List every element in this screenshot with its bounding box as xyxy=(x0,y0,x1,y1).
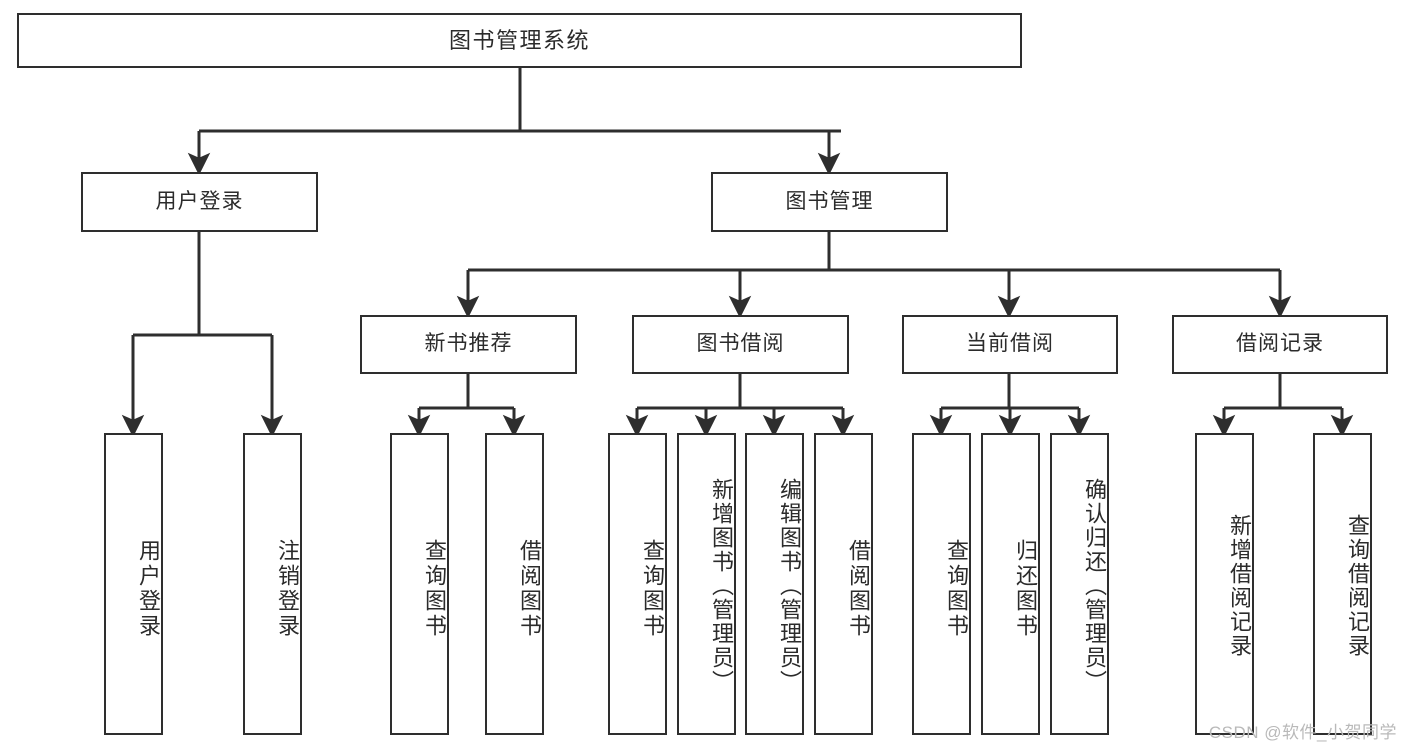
node-leaf-query-book-3[interactable]: 查询图书 xyxy=(912,433,971,735)
node-leaf-add-record[interactable]: 新增借阅记录 xyxy=(1195,433,1254,735)
node-borrow-record-label: 借阅记录 xyxy=(1236,332,1324,356)
node-leaf-query-record-label: 查询借阅记录 xyxy=(1345,514,1370,658)
node-new-book-rec-label: 新书推荐 xyxy=(424,332,513,356)
node-leaf-user-login-label: 用户登录 xyxy=(136,539,161,639)
node-leaf-add-book[interactable]: 新增图书（管理员） xyxy=(677,433,736,735)
node-leaf-add-record-label: 新增借阅记录 xyxy=(1227,514,1252,658)
node-leaf-borrow-book-2-label: 借阅图书 xyxy=(846,539,871,639)
node-user-login-label: 用户登录 xyxy=(155,189,244,213)
node-leaf-return-book[interactable]: 归还图书 xyxy=(981,433,1040,735)
node-current-borrow[interactable]: 当前借阅 xyxy=(902,315,1118,374)
node-book-borrow[interactable]: 图书借阅 xyxy=(632,315,849,374)
node-borrow-record[interactable]: 借阅记录 xyxy=(1172,315,1388,374)
node-leaf-query-book-2-label: 查询图书 xyxy=(640,539,665,639)
node-root-label: 图书管理系统 xyxy=(448,27,590,53)
node-book-manage[interactable]: 图书管理 xyxy=(711,172,948,232)
node-leaf-logout-label: 注销登录 xyxy=(275,539,300,639)
node-leaf-return-book-label: 归还图书 xyxy=(1013,539,1038,639)
node-book-manage-label: 图书管理 xyxy=(785,189,874,213)
node-leaf-query-book-2[interactable]: 查询图书 xyxy=(608,433,667,735)
node-leaf-edit-book[interactable]: 编辑图书（管理员） xyxy=(745,433,804,735)
node-book-borrow-label: 图书借阅 xyxy=(696,332,785,356)
node-leaf-query-book-1-label: 查询图书 xyxy=(422,539,447,639)
node-leaf-confirm-return-label: 确认归还（管理员） xyxy=(1082,478,1107,694)
node-leaf-query-book-3-label: 查询图书 xyxy=(944,539,969,639)
node-leaf-borrow-book-1[interactable]: 借阅图书 xyxy=(485,433,544,735)
node-leaf-logout[interactable]: 注销登录 xyxy=(243,433,302,735)
node-leaf-query-book-1[interactable]: 查询图书 xyxy=(390,433,449,735)
node-leaf-query-record[interactable]: 查询借阅记录 xyxy=(1313,433,1372,735)
node-current-borrow-label: 当前借阅 xyxy=(966,332,1054,356)
node-leaf-edit-book-label: 编辑图书（管理员） xyxy=(777,478,802,694)
node-root[interactable]: 图书管理系统 xyxy=(17,13,1022,68)
node-leaf-borrow-book-1-label: 借阅图书 xyxy=(517,539,542,639)
node-new-book-rec[interactable]: 新书推荐 xyxy=(360,315,577,374)
watermark: CSDN @软件_小贺同学 xyxy=(1208,723,1397,742)
node-leaf-confirm-return[interactable]: 确认归还（管理员） xyxy=(1050,433,1109,735)
node-leaf-user-login[interactable]: 用户登录 xyxy=(104,433,163,735)
node-leaf-borrow-book-2[interactable]: 借阅图书 xyxy=(814,433,873,735)
node-leaf-add-book-label: 新增图书（管理员） xyxy=(709,478,734,694)
node-user-login[interactable]: 用户登录 xyxy=(81,172,318,232)
